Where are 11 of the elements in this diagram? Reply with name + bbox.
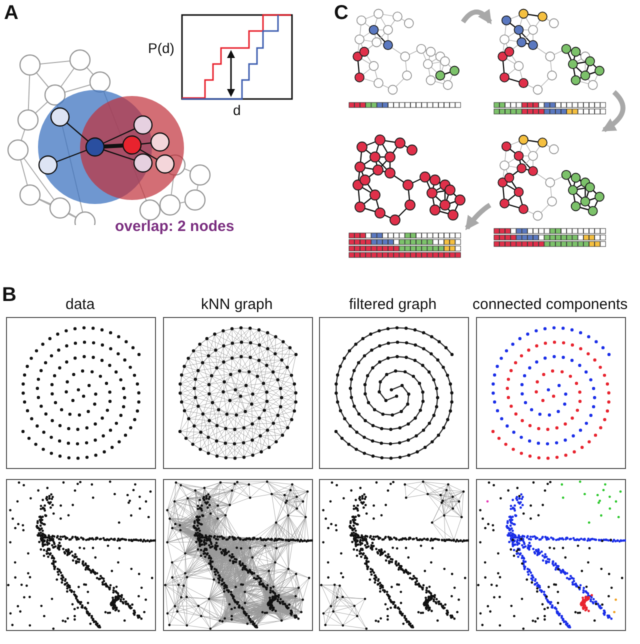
panel-letter: A [4,2,18,25]
axis-label: d [233,102,241,118]
panel-title: connected components [472,296,628,313]
panel-letter: B [2,284,16,307]
axis-label: P(d) [148,40,174,56]
panel-title: data [66,296,95,313]
curved-arrow [464,202,492,230]
panel-letter: C [334,2,348,25]
annotation-text: overlap: 2 nodes [115,218,234,235]
panel-title: filtered graph [349,296,437,313]
panel-title: kNN graph [201,296,273,313]
